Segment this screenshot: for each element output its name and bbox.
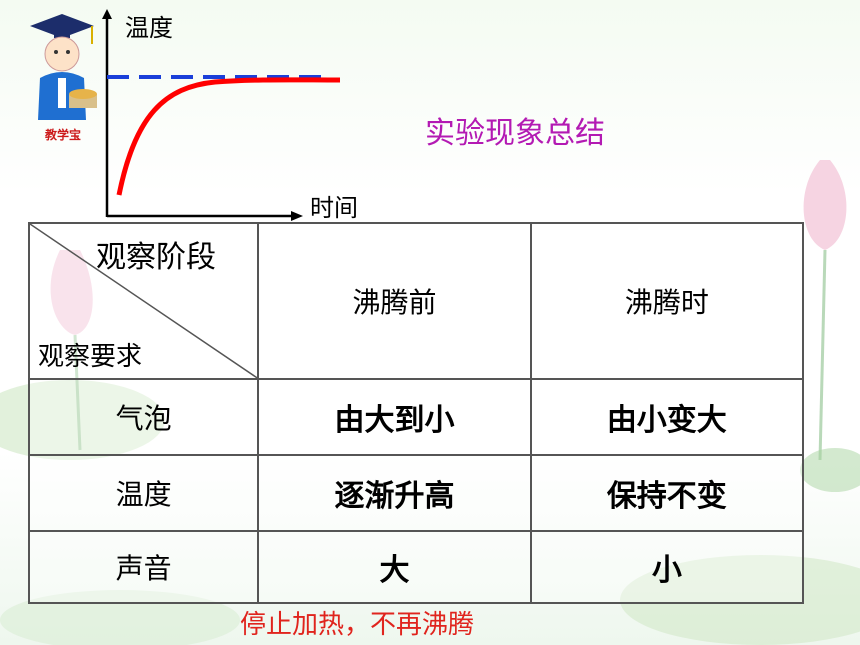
table-row: 声音 大 小 [27,530,805,604]
header-requirement-label: 观察要求 [38,342,143,372]
x-axis-label: 时间 [310,194,358,222]
diagonal-line [30,224,258,378]
table-cell: 小 [529,530,805,604]
table-cell: 逐渐升高 [257,454,532,532]
table-header-row: 观察阶段 观察要求 沸腾前 沸腾时 [27,222,805,380]
table-cell: 由大到小 [257,378,532,456]
page-title: 实验现象总结 [425,116,605,151]
table-cell: 大 [257,530,532,604]
column-header-during-boiling: 沸腾时 [529,222,805,380]
table-row: 气泡 由大到小 由小变大 [27,378,805,456]
y-axis-label: 温度 [125,14,173,42]
temperature-curve [116,77,341,196]
graduate-teacher-icon [30,14,97,120]
row-label: 声音 [27,530,260,604]
logo-text: 教学宝 [44,128,81,142]
row-label: 温度 [27,454,260,532]
table-cell: 由小变大 [529,378,805,456]
table-cell: 保持不变 [529,454,805,532]
temperature-time-chart [102,9,341,221]
column-header-before-boiling: 沸腾前 [257,222,532,380]
observation-table: 观察阶段 观察要求 沸腾前 沸腾时 气泡 由大到小 由小变大 温度 逐渐升高 保… [27,222,805,604]
row-label: 气泡 [27,378,260,456]
y-axis-arrow [102,9,112,19]
footnote: 停止加热，不再沸腾 [240,610,475,640]
x-axis-arrow [291,211,303,221]
table-row: 温度 逐渐升高 保持不变 [27,454,805,532]
header-stage-label: 观察阶段 [96,240,216,275]
diagonal-header-cell: 观察阶段 观察要求 [27,222,260,380]
